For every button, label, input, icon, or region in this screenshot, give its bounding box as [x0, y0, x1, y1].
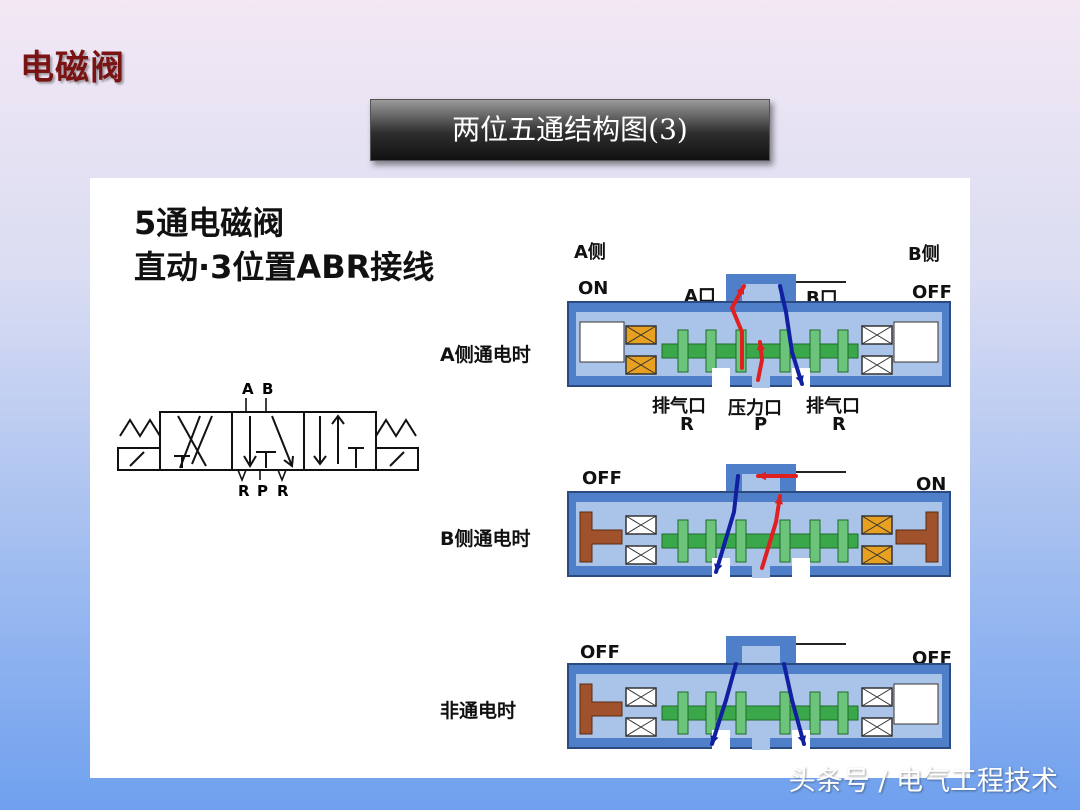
row1-left-state: ON — [578, 278, 609, 299]
symbol-box-right — [303, 411, 377, 471]
valve-spool-land — [677, 519, 689, 563]
pressure-inlet-arrow-head — [756, 342, 766, 351]
valve-spool-land — [779, 519, 791, 563]
row1-right-state: OFF — [912, 282, 952, 303]
left-plunger — [579, 683, 623, 735]
right-plunger — [895, 511, 939, 563]
row1-bottom-port-1-code: R — [680, 414, 694, 435]
right-coil-icon — [861, 325, 893, 375]
symbol-port-b: B — [262, 380, 273, 398]
valve-cross-section-de-energized — [567, 636, 951, 750]
left-coil-icon — [625, 515, 657, 565]
exhaust-flow-arrow-right — [782, 662, 806, 746]
exhaust-flow-arrow-head — [795, 375, 804, 384]
valve-cross-section-b-energized — [567, 464, 951, 578]
row3-left-state: OFF — [580, 642, 620, 663]
valve-pilot-chamber — [742, 284, 780, 306]
side-b-label: B侧 — [908, 244, 940, 265]
side-a-label: A侧 — [574, 242, 606, 263]
pressure-flow-arrow — [729, 284, 746, 370]
left-solenoid-icon — [117, 418, 161, 471]
valve-spool-land — [837, 329, 849, 373]
valve-symbol: A B R P R — [117, 380, 419, 500]
exhaust-port-r1 — [712, 368, 730, 388]
row2-right-state: ON — [916, 474, 947, 495]
left-plunger — [579, 511, 623, 563]
pressure-flow-arrow-head — [758, 471, 766, 481]
watermark: 头条号 / 电气工程技术 — [788, 766, 1058, 797]
symbol-box-left — [159, 411, 233, 471]
exhaust-flow-arrow — [778, 284, 804, 386]
exhaust-flow-arrow-left-head — [710, 735, 719, 744]
pressure-flow-arrow-head — [736, 286, 745, 295]
diagram-heading-line2: 直动·3位置ABR接线 — [134, 248, 435, 286]
valve-pilot-chamber — [742, 474, 780, 496]
row1-bottom-port-3-code: R — [832, 414, 846, 435]
valve-spool-land — [705, 519, 717, 563]
pressure-inlet-arrow — [760, 494, 782, 570]
slide-title: 电磁阀 — [20, 48, 125, 88]
pressure-port-p — [752, 368, 770, 388]
row1-label: A侧通电时 — [440, 344, 531, 366]
valve-spool-land — [809, 329, 821, 373]
valve-spool-land — [677, 691, 689, 735]
valve-spool-land — [809, 691, 821, 735]
exhaust-flow-arrow — [714, 474, 740, 574]
row1-bottom-port-2-code: P — [754, 414, 768, 435]
valve-spool-land — [837, 691, 849, 735]
valve-spool — [661, 705, 859, 721]
valve-spool-land — [677, 329, 689, 373]
right-plunger-white — [893, 683, 939, 725]
exhaust-flow-arrow-right-head — [797, 735, 807, 744]
symbol-port-r1: R — [238, 482, 250, 500]
diagram-heading-line1: 5通电磁阀 — [134, 204, 285, 242]
exhaust-port-r2 — [792, 558, 810, 578]
exhaust-flow-arrow-left — [710, 662, 738, 746]
valve-spool-land — [735, 519, 747, 563]
exhaust-flow-arrow-head — [714, 563, 723, 572]
valve-spool-land — [809, 519, 821, 563]
diagram-banner: 两位五通结构图(3) — [370, 99, 770, 161]
valve-pilot-chamber — [742, 646, 780, 668]
valve-spool-land — [779, 691, 791, 735]
valve-cross-section-a-energized — [567, 274, 951, 388]
symbol-port-r2: R — [277, 482, 289, 500]
right-coil-icon — [861, 687, 893, 737]
valve-spool-land — [837, 519, 849, 563]
pressure-inlet-arrow-head — [774, 496, 784, 505]
valve-spool — [661, 533, 859, 549]
row1-bottom-port-2-name: 压力口 — [728, 398, 782, 419]
row1-bottom-port-3-name: 排气口 — [806, 396, 860, 417]
diagram-panel: 5通电磁阀 直动·3位置ABR接线 — [90, 178, 970, 778]
right-coil-icon — [861, 515, 893, 565]
valve-spool-land — [735, 691, 747, 735]
valve-spool-land — [705, 329, 717, 373]
right-solenoid-icon — [375, 418, 419, 471]
row1-bottom-port-1-name: 排气口 — [652, 396, 706, 417]
row2-left-state: OFF — [582, 468, 622, 489]
right-plunger-white — [893, 321, 939, 363]
valve-spool-land — [705, 691, 717, 735]
left-coil-icon — [625, 687, 657, 737]
symbol-port-p: P — [257, 482, 268, 500]
left-coil-icon — [625, 325, 657, 375]
pressure-port-p — [752, 730, 770, 750]
row3-label: 非通电时 — [440, 700, 517, 722]
left-plunger-white — [579, 321, 625, 363]
symbol-port-a: A — [242, 380, 254, 398]
row2-label: B侧通电时 — [440, 528, 531, 550]
